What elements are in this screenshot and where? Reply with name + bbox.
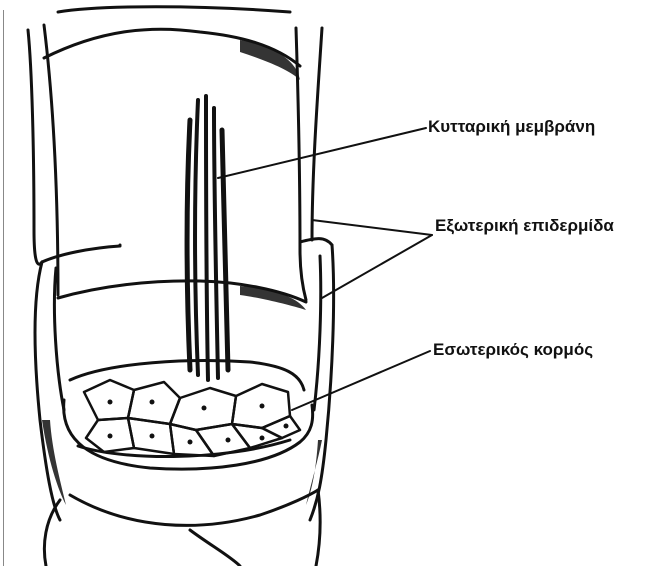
nucleus-6 xyxy=(150,434,155,439)
leader-epidermis-upper xyxy=(312,220,432,235)
base-left xyxy=(44,500,60,566)
inner-rim-right xyxy=(314,256,321,410)
outer-rim-right-top xyxy=(300,239,332,245)
leader-epidermis-lower xyxy=(322,235,432,298)
upper-tube-outer-right xyxy=(312,28,322,240)
nucleus-1 xyxy=(108,400,113,405)
upper-tube-inner-left xyxy=(44,25,58,295)
label-outer-epidermis: Εξωτερική επιδερμίδα xyxy=(435,216,614,236)
cell-outline-10 xyxy=(262,416,300,438)
leader-trunk xyxy=(292,351,430,410)
strand-2 xyxy=(195,100,198,375)
strand-1 xyxy=(187,120,190,370)
strand-3 xyxy=(206,96,208,380)
nucleus-10 xyxy=(284,424,289,429)
nucleus-5 xyxy=(108,434,113,439)
base-mid xyxy=(70,490,318,525)
nucleus-2 xyxy=(150,400,155,405)
strand-5 xyxy=(222,130,228,370)
nucleus-3 xyxy=(202,406,207,411)
label-cell-membrane: Κυτταρική μεμβράνη xyxy=(428,117,595,137)
upper-tube-inner-right xyxy=(296,28,306,300)
nucleus-9 xyxy=(260,436,265,441)
strand-4 xyxy=(214,108,218,378)
base-fold xyxy=(190,530,240,566)
upper-top-back xyxy=(58,7,290,12)
upper-tube-outer-left xyxy=(28,30,42,264)
outer-rim-back xyxy=(42,245,120,262)
nucleus-7 xyxy=(188,440,193,445)
label-inner-trunk: Εσωτερικός κορμός xyxy=(433,340,593,360)
nucleus-4 xyxy=(260,404,265,409)
nucleus-8 xyxy=(226,438,231,443)
leader-membrane xyxy=(218,128,426,178)
